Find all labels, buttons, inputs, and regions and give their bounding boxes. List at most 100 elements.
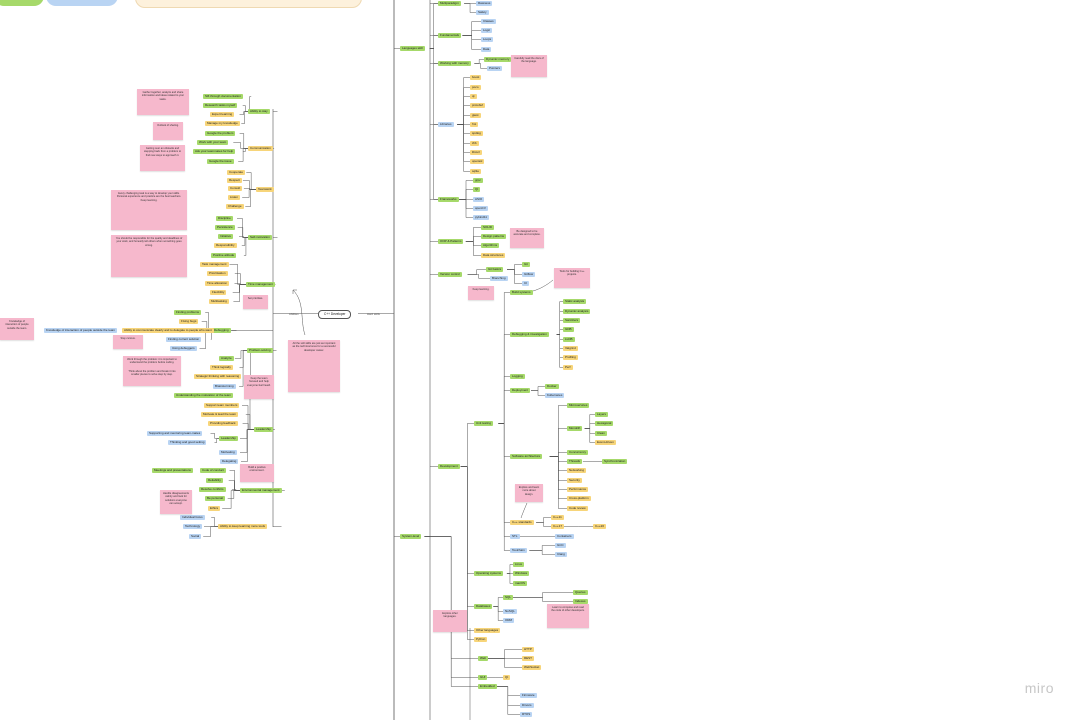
mindmap-node[interactable]: Motivating — [219, 450, 237, 455]
mindmap-node[interactable]: Other languages — [474, 628, 501, 633]
mindmap-node[interactable]: Toolchain — [510, 548, 527, 553]
mindmap-node[interactable]: Prioritisation — [207, 271, 228, 276]
mindmap-node[interactable]: Design patterns — [481, 234, 507, 239]
mindmap-node[interactable]: poco — [470, 85, 481, 90]
mindmap-node[interactable]: RTOS — [520, 712, 533, 717]
sticky-note[interactable]: All the soft skills are just as importan… — [288, 340, 340, 392]
sticky-note[interactable]: Set priorities. — [243, 295, 268, 309]
mindmap-node[interactable]: Code of conduct — [200, 468, 226, 473]
mindmap-node[interactable]: Clang — [555, 552, 567, 557]
mindmap-node[interactable]: Cooperate — [227, 170, 246, 175]
mindmap-node[interactable]: Code review — [567, 506, 588, 511]
mindmap-node[interactable]: Debugging — [212, 328, 231, 333]
sticky-note[interactable]: Carefully read the docs of the language. — [511, 55, 547, 77]
mindmap-node[interactable]: Monolith — [567, 426, 583, 431]
sticky-note[interactable]: Getting over an obstacle and stepping ba… — [140, 145, 185, 171]
mindmap-node[interactable]: Problem-solving — [247, 348, 273, 353]
mindmap-node[interactable]: Safety — [476, 10, 489, 15]
mindmap-node[interactable]: Understanding the motivation of the team — [174, 393, 233, 398]
top-frame-blue[interactable] — [46, 0, 118, 6]
mindmap-node[interactable]: grpc — [473, 178, 483, 183]
mindmap-node[interactable]: GDB — [563, 327, 574, 332]
mindmap-node[interactable]: Ethics — [208, 506, 221, 511]
mindmap-node[interactable]: Gitflow — [522, 272, 536, 277]
mindmap-node[interactable]: Responsibility — [214, 243, 237, 248]
mindmap-node[interactable]: Expert learning — [210, 112, 235, 117]
sticky-note[interactable]: Build a positive environment. — [240, 464, 274, 482]
mindmap-node[interactable]: Working with memory — [438, 61, 471, 66]
mindmap-node[interactable]: Teamwork — [256, 187, 274, 192]
mindmap-node[interactable]: Performance — [567, 487, 589, 492]
mindmap-node[interactable]: Sanitizers — [563, 318, 581, 323]
mindmap-node[interactable]: protobuf — [470, 103, 486, 108]
mindmap-node[interactable]: Motivate & lead the team — [201, 412, 239, 417]
mindmap-node[interactable]: Firmware — [520, 693, 537, 698]
mindmap-node[interactable]: Challenge — [226, 204, 244, 209]
mindmap-node[interactable]: Software architecture — [510, 454, 543, 459]
mindmap-node[interactable]: Cross-platform — [567, 496, 591, 501]
mindmap-node[interactable]: Fundamentals — [438, 33, 462, 38]
mindmap-node[interactable]: Data structures — [481, 253, 506, 258]
mindmap-node[interactable]: C++20 — [593, 524, 607, 529]
mindmap-node[interactable]: Perf — [563, 365, 573, 370]
mindmap-node[interactable]: Libraries — [438, 122, 454, 127]
mindmap-node[interactable]: Valgrind — [563, 346, 578, 351]
mindmap-node[interactable]: Static analysis — [563, 299, 587, 304]
mindmap-node[interactable]: REST — [522, 656, 535, 661]
mindmap-node[interactable]: Strategic thinking with reasoning — [194, 374, 242, 379]
sticky-note[interactable]: You should be responsible for the qualit… — [111, 235, 187, 277]
mindmap-node[interactable]: Containers — [555, 534, 574, 539]
mindmap-node[interactable]: Initiative — [218, 234, 234, 239]
mindmap-node[interactable]: Languages skill — [400, 46, 425, 51]
sticky-note[interactable]: Outlook of sharing. — [153, 122, 183, 140]
mindmap-node[interactable]: Multitasking — [209, 299, 229, 304]
mindmap-node[interactable]: Task management — [200, 262, 229, 267]
mindmap-node[interactable]: Drivers — [520, 703, 534, 708]
mindmap-node[interactable]: ORM — [503, 618, 514, 623]
mindmap-node[interactable]: Meetings and presentations — [152, 468, 193, 473]
mindmap-node[interactable]: Be personal — [205, 496, 226, 501]
mindmap-node[interactable]: Work with your team — [197, 140, 229, 145]
sticky-note[interactable]: Handle disagreements calmly and look for… — [160, 490, 192, 514]
mindmap-node[interactable]: C++11 — [551, 515, 564, 520]
mindmap-node[interactable]: Self-motivation — [248, 235, 272, 240]
mindmap-node[interactable]: Frameworks — [438, 197, 459, 202]
mindmap-node[interactable]: Concurrency — [567, 450, 589, 455]
mindmap-node[interactable]: qt — [470, 94, 477, 99]
mindmap-node[interactable]: Synchronization — [602, 459, 628, 464]
mindmap-node[interactable]: NoSQL — [503, 609, 517, 614]
mindmap-node[interactable]: C++17 — [551, 524, 565, 529]
sticky-note[interactable]: Knowledge of interaction of people outsi… — [0, 318, 34, 340]
mindmap-node[interactable]: Delegating — [220, 459, 239, 464]
mindmap-node[interactable]: Providing feedback — [208, 421, 238, 426]
mindmap-node[interactable]: Web — [478, 656, 489, 661]
mindmap-node[interactable]: Databases — [474, 604, 493, 609]
mindmap-node[interactable]: Research tasks myself — [203, 103, 238, 108]
mindmap-node[interactable]: Flexibility — [210, 290, 227, 295]
mindmap-node[interactable]: Logic — [481, 28, 493, 33]
mindmap-node[interactable]: Positive attitude — [211, 253, 237, 258]
mindmap-node[interactable]: Listen — [228, 195, 241, 200]
mindmap-node[interactable]: SOLID — [481, 225, 495, 230]
mindmap-node[interactable]: Branching — [490, 276, 508, 281]
mindmap-node[interactable]: Threads — [567, 459, 583, 464]
top-frame-green[interactable] — [0, 0, 44, 6]
mindmap-node[interactable]: Microservices — [567, 403, 590, 408]
mindmap-node[interactable]: pybind11 — [473, 215, 489, 220]
mindmap-node[interactable]: Operating systems — [474, 571, 504, 576]
mindmap-node[interactable]: Version control — [438, 272, 462, 277]
mindmap-node[interactable]: Docker — [545, 384, 559, 389]
mindmap-node[interactable]: Linux — [513, 562, 525, 567]
mindmap-node[interactable]: Development — [438, 464, 460, 469]
mindmap-node[interactable]: Finding problems — [174, 310, 202, 315]
mindmap-node[interactable]: Think logically — [210, 365, 233, 370]
sticky-note[interactable]: Gather together, analyze and share infor… — [137, 89, 189, 115]
mindmap-node[interactable]: CI — [522, 281, 529, 286]
mindmap-node[interactable]: Profiling — [563, 355, 578, 360]
sticky-note[interactable]: Tools for building C++ projects. — [554, 268, 590, 288]
mindmap-node[interactable]: Event-driven — [595, 440, 616, 445]
mindmap-node[interactable]: Data — [481, 47, 492, 52]
mindmap-node[interactable]: Unit testing — [474, 421, 494, 426]
mindmap-node[interactable]: macOS — [513, 581, 528, 586]
